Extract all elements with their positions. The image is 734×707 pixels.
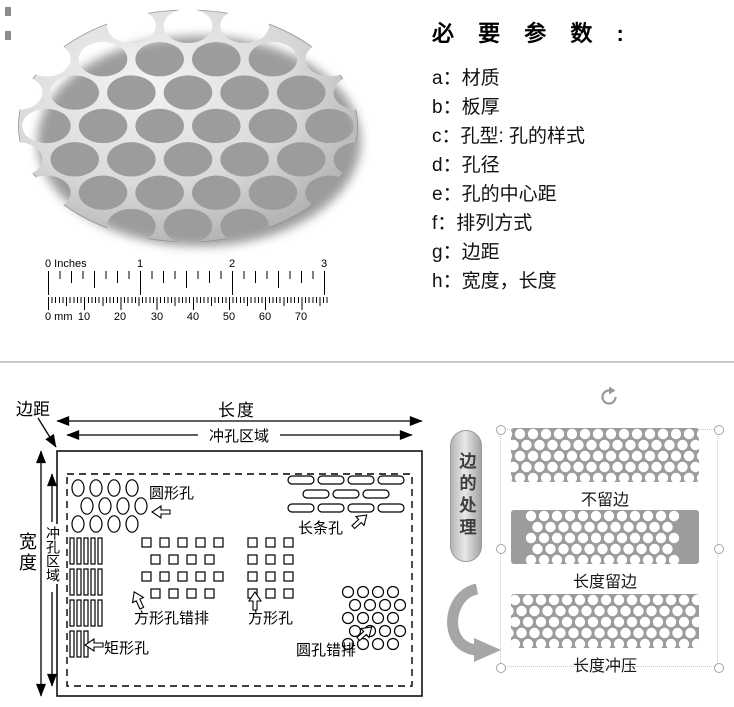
edge-treatment-pill: 边的处理 (450, 430, 482, 562)
ruler-inch-label: 2 (228, 258, 236, 270)
selection-handle (496, 544, 506, 554)
edge-panel-length-punch: 长度冲压 (511, 594, 699, 676)
dimension-lines (35, 415, 423, 697)
rotate-handle-icon (601, 386, 617, 405)
disc-body (17, 8, 359, 244)
punch-area-label-v: 冲孔区域 (43, 524, 63, 584)
punch-area-label-h: 冲孔区域 (207, 425, 272, 446)
ruler-mm-label: 50 (222, 311, 236, 323)
ruler-mm-label: 10 (77, 311, 91, 323)
selection-handle (714, 663, 724, 673)
rect-hole-label: 矩形孔 (104, 640, 150, 657)
perforated-panel-image (511, 428, 699, 482)
hole-patterns (69, 475, 407, 658)
param-item: f：排列方式 (432, 213, 533, 234)
selection-handle (496, 663, 506, 673)
panel-label: 长度留边 (572, 574, 637, 591)
param-item: c：孔型: 孔的样式 (432, 126, 586, 147)
ruler-mm-zero-label: 0 mm (45, 311, 73, 323)
ruler-mm-label: 20 (113, 311, 127, 323)
edge-treatment-section: 边的处理 不留边 长度留边 长度冲压 (443, 386, 734, 707)
selection-handle (714, 425, 724, 435)
panel-label: 长度冲压 (572, 658, 637, 675)
ruler: 0 Inches 1 2 3 0 mm 10 20 30 40 50 60 70 (45, 258, 340, 328)
artifact-mark (5, 31, 11, 40)
ruler-mm-ticks (45, 297, 329, 310)
required-params-section: 必 要 参 数 : a：材质 b：板厚 c：孔型: 孔的样式 d：孔径 e：孔的… (432, 16, 727, 296)
edge-panel-no-edge: 不留边 (511, 428, 699, 510)
ruler-mm-label: 30 (150, 311, 164, 323)
round-staggered-label: 圆孔错排 (296, 642, 357, 659)
length-label: 长度 (218, 401, 256, 420)
edge-treatment-title: 边的处理 (456, 452, 476, 540)
perforated-panel-image (511, 510, 699, 564)
ruler-mm-label: 40 (186, 311, 200, 323)
ruler-inch-zero-label: 0 Inches (45, 258, 87, 270)
ruler-inch-label: 1 (136, 258, 144, 270)
artifact-mark (5, 7, 11, 16)
slot-hole-label: 长条孔 (298, 520, 344, 537)
param-item: h：宽度，长度 (432, 271, 557, 292)
margin-label: 边距 (16, 400, 50, 419)
margin-leader-line (37, 417, 57, 448)
perforated-disc-image (17, 8, 361, 247)
ruler-inch-ticks (45, 271, 329, 295)
param-item: d：孔径 (432, 155, 500, 176)
ruler-mm-label: 60 (258, 311, 272, 323)
ruler-inch-labels: 0 Inches 1 2 3 (45, 258, 340, 272)
punch-area-outline (66, 473, 413, 687)
dimension-diagram-graphic (35, 415, 423, 697)
edge-panel-length-margin: 长度留边 (511, 510, 699, 592)
panel-label: 不留边 (580, 492, 629, 509)
params-list: a：材质 b：板厚 c：孔型: 孔的样式 d：孔径 e：孔的中心距 f：排列方式… (432, 64, 727, 296)
selection-handle (714, 544, 724, 554)
curved-arrow-icon (447, 584, 501, 662)
param-item: g：边距 (432, 242, 500, 263)
square-staggered-label: 方形孔错排 (134, 610, 210, 627)
callout-arrow-slot-icon (348, 509, 372, 533)
perforated-panel-image (511, 594, 699, 648)
dimension-diagram: 边距 长度 冲孔区域 宽度 冲孔区域 圆形孔 长条孔 方形孔错排 方形孔 矩形孔… (8, 386, 445, 707)
square-hole-label: 方形孔 (248, 610, 294, 627)
param-item: b：板厚 (432, 97, 500, 118)
ruler-inch-label: 3 (320, 258, 328, 270)
round-hole-label: 圆形孔 (149, 485, 195, 502)
params-title: 必 要 参 数 : (432, 21, 626, 46)
section-divider (0, 361, 734, 363)
param-item: a：材质 (432, 68, 500, 89)
ruler-mm-label: 70 (294, 311, 308, 323)
width-label: 宽度 (17, 532, 37, 574)
selection-handle (496, 425, 506, 435)
callout-arrow-round-icon (151, 505, 171, 519)
ruler-mm-labels: 0 mm 10 20 30 40 50 60 70 (45, 311, 340, 325)
product-photo (10, 2, 370, 258)
param-item: e：孔的中心距 (432, 184, 557, 205)
